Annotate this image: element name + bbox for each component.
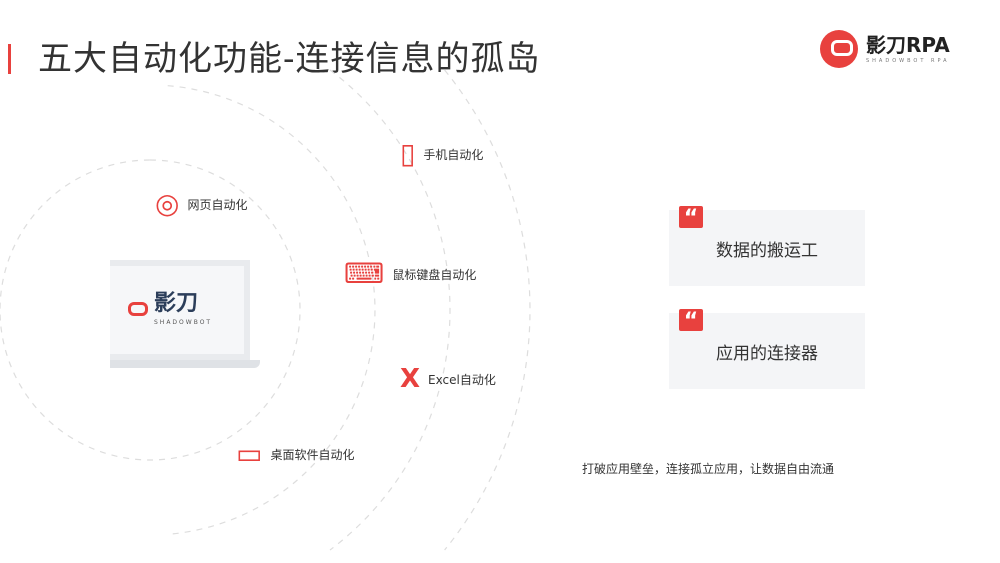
feature-label: 网页自动化 <box>187 197 248 212</box>
ring <box>0 159 301 461</box>
laptop-base <box>110 360 260 368</box>
feature-label: 桌面软件自动化 <box>270 447 355 462</box>
feature-label: Excel自动化 <box>428 372 496 387</box>
laptop-brand: 影刀 <box>154 291 199 316</box>
page-title: 五大自动化功能-连接信息的孤岛 <box>38 39 541 79</box>
ring <box>167 85 376 535</box>
logo-sub: SHADOWBOT RPA <box>866 58 950 64</box>
slogan: 打破应用壁垒，连接孤立应用，让数据自由流通 <box>582 462 835 476</box>
excel-icon: X <box>400 364 421 394</box>
feature-excel: X Excel自动化 <box>400 366 496 392</box>
logo-name: 影刀RPA <box>866 33 950 57</box>
feature-web: ◎ 网页自动化 <box>155 190 247 218</box>
feature-phone: ▯ 手机自动化 <box>400 140 483 168</box>
laptop-illustration: 影刀 SHADOWBOT <box>110 260 260 368</box>
quote-icon: “ <box>679 206 703 228</box>
globe-icon: ◎ <box>155 187 180 220</box>
card-label: 数据的搬运工 <box>716 241 818 261</box>
ring <box>444 69 531 551</box>
phone-icon: ▯ <box>400 137 416 170</box>
laptop-brand-sub: SHADOWBOT <box>154 319 213 326</box>
logo-icon <box>820 30 858 68</box>
feature-keyboard-mouse: ⌨ 鼠标键盘自动化 <box>344 260 476 288</box>
keyboard-mouse-icon: ⌨ <box>344 257 385 290</box>
card-label: 应用的连接器 <box>716 344 818 364</box>
ring <box>329 69 451 551</box>
desktop-icon: ▭ <box>236 437 263 470</box>
feature-label: 鼠标键盘自动化 <box>392 267 477 282</box>
card-app-connector: “ 应用的连接器 <box>669 309 865 389</box>
feature-desktop: ▭ 桌面软件自动化 <box>236 440 354 468</box>
shadowbot-icon <box>128 301 148 316</box>
feature-label: 手机自动化 <box>423 147 484 162</box>
brand-logo: 影刀RPA SHADOWBOT RPA <box>820 30 950 68</box>
title-accent-bar <box>8 44 11 74</box>
card-data-mover: “ 数据的搬运工 <box>669 206 865 286</box>
quote-icon: “ <box>679 309 703 331</box>
